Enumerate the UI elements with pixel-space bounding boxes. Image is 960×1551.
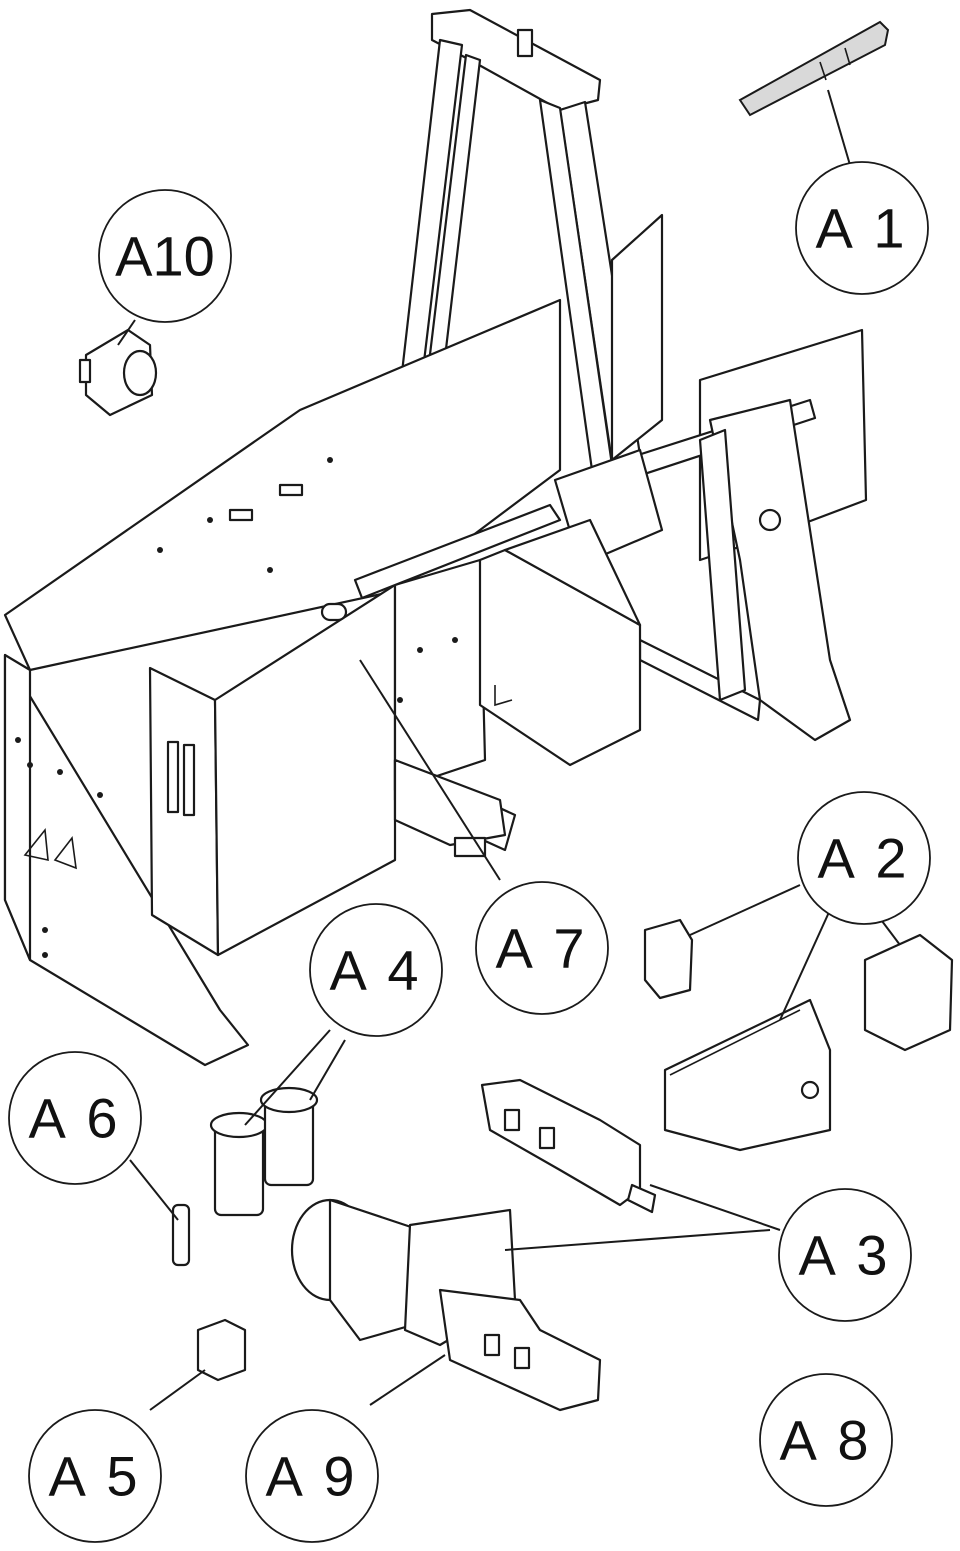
- part-a2-components: [643, 918, 954, 1152]
- part-a3-pump: [480, 1078, 657, 1214]
- part-a1-bracket: [738, 20, 890, 117]
- callout-a6: A 6: [8, 1051, 142, 1185]
- callout-a5: A 5: [28, 1409, 162, 1543]
- callout-a4: A 4: [309, 903, 443, 1037]
- callout-a1: A 1: [795, 161, 929, 295]
- callout-a1-label: A 1: [816, 197, 909, 260]
- main-frame-assembly: [3, 8, 868, 1067]
- part-a10-motor: [78, 328, 158, 417]
- leader-lines: [117, 89, 901, 1411]
- callout-a10: A10: [98, 189, 232, 323]
- callout-a8: A 8: [759, 1373, 893, 1507]
- part-a6-fitting: [171, 1203, 191, 1267]
- callout-a5-label: A 5: [49, 1445, 142, 1508]
- callout-a3-label: A 3: [799, 1224, 892, 1287]
- main-body: [3, 298, 562, 1067]
- callout-a7: A 7: [475, 881, 609, 1015]
- callout-a9: A 9: [245, 1409, 379, 1543]
- part-a8-a9-motor-pump: [290, 1198, 602, 1412]
- part-a5-relay: [196, 1318, 247, 1382]
- callout-a9-label: A 9: [266, 1445, 359, 1508]
- center-carriage: [478, 448, 664, 767]
- callout-a3: A 3: [778, 1188, 912, 1322]
- callout-a4-label: A 4: [330, 939, 423, 1002]
- right-leg-frame: [698, 398, 852, 742]
- mast-frame: [398, 8, 642, 472]
- knob: [320, 602, 348, 622]
- callout-a2-label: A 2: [818, 827, 911, 890]
- callout-a7-label: A 7: [496, 917, 589, 980]
- panel-holes: [15, 457, 458, 958]
- callout-a10-label: A10: [115, 225, 215, 288]
- callout-a2: A 2: [797, 791, 931, 925]
- callout-a8-label: A 8: [780, 1409, 873, 1472]
- part-a4-filters: [209, 1086, 319, 1217]
- callout-a6-label: A 6: [29, 1087, 122, 1150]
